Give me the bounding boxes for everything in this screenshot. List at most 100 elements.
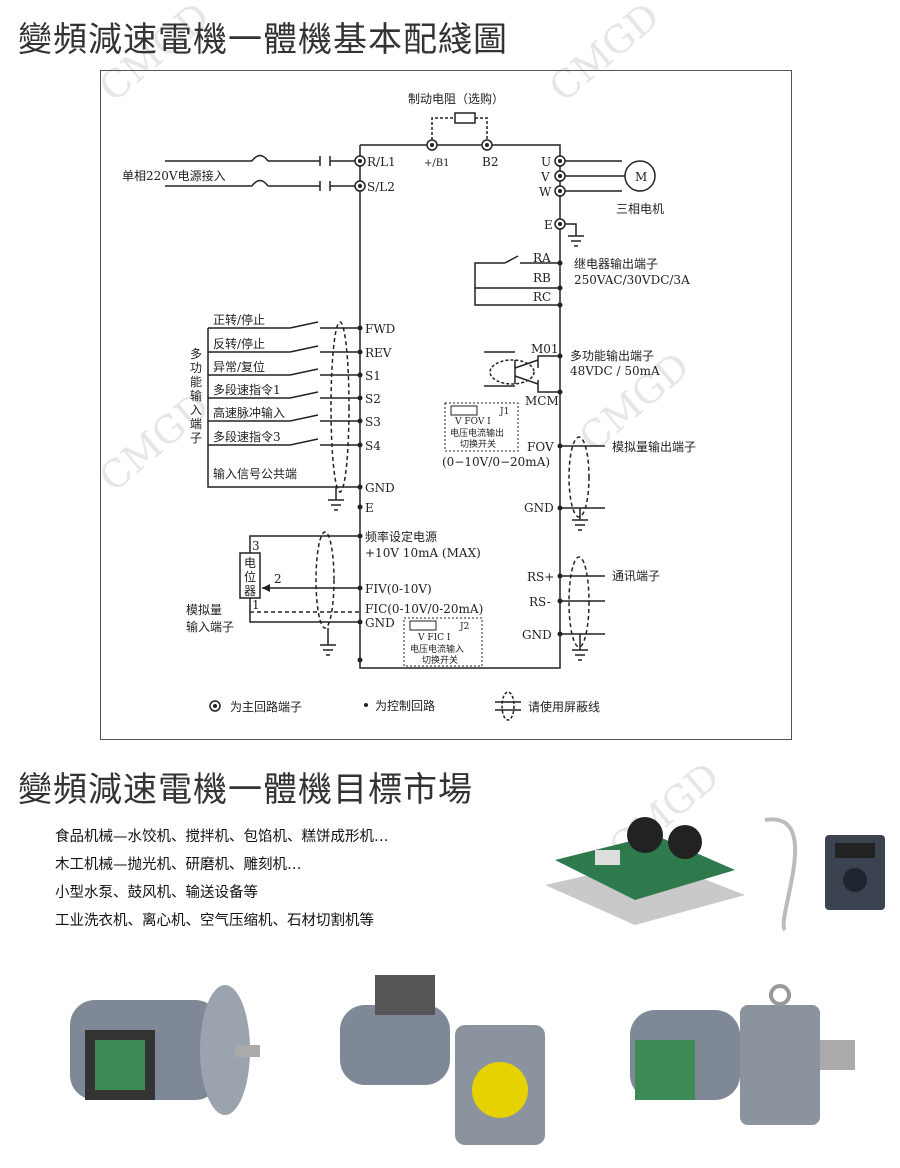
j2-label2: 切换开关 (422, 654, 458, 666)
j1-range: (0−10V/0−20mA) (442, 455, 550, 469)
terminal-dot (357, 372, 363, 378)
terminal-dot (357, 325, 363, 331)
terminal-rs-minus: RS- (529, 595, 551, 609)
input-line (208, 345, 360, 353)
inputs-group-label: 功 (190, 361, 202, 375)
j2-label: 电压电流输入 (410, 643, 464, 655)
j1-label2: 切换开关 (460, 438, 496, 450)
terminal-w: W (539, 185, 552, 199)
terminal-gnd: GND (522, 628, 552, 642)
motor-photo-1 (70, 985, 260, 1115)
input-line (208, 414, 360, 422)
input-line (208, 368, 360, 376)
mo-label: 多功能输出端子 (570, 348, 654, 363)
pot-label: 位 (244, 569, 256, 584)
relay-rating: 250VAC/30VDC/3A (574, 273, 690, 287)
power-input-label: 单相220V电源接入 (122, 168, 226, 183)
input-terminal: S2 (365, 392, 381, 406)
brake-resistor-label: 制动电阻（选购） (408, 91, 504, 106)
j1-id: J1 (499, 407, 509, 417)
freq-rating: +10V 10mA (MAX) (365, 546, 481, 560)
legend-shield: 请使用屏蔽线 (528, 699, 600, 714)
inputs-group-label: 能 (190, 375, 202, 389)
terminal-u: U (541, 155, 551, 169)
market-item: 食品机械—水饺机、搅拌机、包馅机、糕饼成形机… (55, 829, 389, 845)
terminal-e: E (365, 501, 374, 515)
terminal-v: V (540, 170, 550, 184)
keypad-photo (764, 817, 885, 932)
pot-label: 电 (244, 556, 256, 570)
common-label: 输入信号公共端 (213, 466, 297, 481)
terminal-fiv: FIV(0-10V) (365, 582, 432, 596)
inputs-group-label: 端 (190, 417, 202, 431)
terminal-rs-plus: RS+ (527, 570, 554, 584)
j1-label: 电压电流输出 (450, 427, 504, 439)
terminal-m01: M01 (531, 342, 559, 356)
input-label: 正转/停止 (213, 312, 265, 327)
input-label: 反转/停止 (213, 336, 265, 351)
input-line (208, 391, 360, 399)
market-item: 工业洗衣机、离心机、空气压缩机、石材切割机等 (55, 913, 374, 929)
terminal-b1: +/B1 (424, 158, 449, 169)
legend-main: 为主回路端子 (230, 699, 302, 714)
inputs-group-label: 多 (190, 347, 202, 361)
input-label: 多段速指令3 (213, 429, 281, 444)
terminal-sl2: S/L2 (367, 180, 395, 194)
inputs-group-label: 子 (190, 431, 202, 445)
terminal-b2: B2 (482, 155, 498, 169)
analog-in-label: 模拟量 (186, 603, 222, 617)
terminal-mcm: MCM (525, 394, 559, 408)
wiring-diagram-frame (100, 70, 792, 740)
pot-pin: 2 (274, 572, 282, 586)
terminal-fov: FOV (527, 440, 554, 454)
motor-label: 三相电机 (616, 202, 664, 216)
input-terminal: S4 (365, 439, 381, 453)
terminal-ra: RA (533, 251, 551, 265)
motor-symbol: M (635, 170, 647, 184)
market-item: 木工机械—抛光机、研磨机、雕刻机… (55, 857, 302, 873)
wiring-title: 變頻減速電機一體機基本配綫圖 (18, 20, 508, 60)
pot-pin: 1 (252, 598, 260, 612)
input-terminal: FWD (365, 322, 395, 336)
mo-rating: 48VDC / 50mA (570, 364, 660, 378)
terminal-rc: RC (533, 290, 551, 304)
inputs-group: 正转/停止FWD反转/停止REV异常/复位S1多段速指令1S2高速脉冲输入S3多… (190, 312, 395, 453)
input-label: 异常/复位 (213, 359, 265, 374)
motor-photo-3 (630, 984, 855, 1125)
terminal-dot (357, 395, 363, 401)
terminal-gnd: GND (365, 481, 395, 495)
relay-label: 继电器输出端子 (574, 256, 658, 271)
j2-pins: V FIC I (417, 633, 451, 643)
terminal-e: E (544, 218, 553, 232)
comm-label: 通讯端子 (612, 569, 660, 583)
terminal-dot (357, 418, 363, 424)
market-list: 食品机械—水饺机、搅拌机、包馅机、糕饼成形机… 木工机械—抛光机、研磨机、雕刻机… (55, 823, 389, 935)
input-terminal: S3 (365, 415, 381, 429)
analog-in-label: 输入端子 (186, 619, 234, 634)
terminal-fic: FIC(0-10V/0-20mA) (365, 602, 483, 616)
analog-out-label: 模拟量输出端子 (612, 439, 696, 454)
inputs-group-label: 入 (190, 403, 202, 417)
input-terminal: S1 (365, 369, 381, 383)
market-title: 變頻減速電機一體機目標市場 (18, 770, 473, 810)
pot-pin: 3 (252, 539, 260, 553)
legend-control: 为控制回路 (375, 698, 435, 713)
motor-photo-2 (340, 975, 545, 1145)
input-line (208, 438, 360, 446)
drive-board-photo (545, 817, 745, 925)
terminal-dot (357, 442, 363, 448)
input-line (208, 321, 360, 329)
freq-supply-label: 频率设定电源 (365, 529, 437, 544)
pot-label: 器 (244, 584, 256, 598)
terminal-gnd: GND (524, 501, 554, 515)
inputs-group-label: 输 (190, 388, 202, 403)
j2-id: J2 (459, 622, 469, 632)
input-terminal: REV (365, 346, 392, 360)
j1-pins: V FOV I (454, 417, 491, 427)
input-label: 高速脉冲输入 (213, 405, 285, 420)
terminal-dot (357, 349, 363, 355)
terminal-rb: RB (533, 271, 551, 285)
wiring-diagram: 制动电阻（选购） 单相220V电源接入 R/L1 S/L2 +/B1 B2 U … (122, 91, 696, 721)
terminal-rl1: R/L1 (367, 155, 396, 169)
